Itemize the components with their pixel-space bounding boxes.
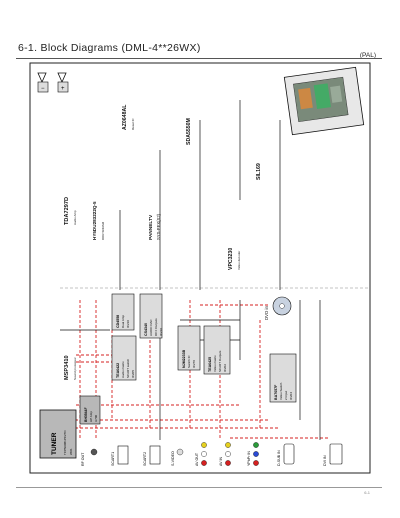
scart2-label: SCART2 [143,452,147,466]
ba7657f-block: BA7657F Video Switch 2 Input IC204 [269,353,297,403]
msp3410-desc: Sound processor [73,357,77,380]
ypbpr-jack-pr [253,460,259,466]
ba7657f-desc2: 2 Input [284,391,288,400]
sil169-label: SIL169 [256,163,262,180]
msp3410-label: MSP3410 [64,355,70,380]
cs4340-name: CS4340 [144,323,148,336]
tea6422-block: TEA6422 Audio matrix SCART switch IC205 [111,335,137,381]
page-number: 6-1 [364,490,370,495]
tda7297-label: TDA7297D [64,197,70,225]
av-in-jack-1 [225,442,231,448]
hy5du-label: HY5DU283222Q-5 [92,201,97,240]
tea6425-ref: IC202 [223,364,227,372]
footer-rule [16,487,382,488]
njm2233b-block: NJM2233B Switch IC IC270 [177,325,201,371]
cd4558-name: CD4558 [116,315,120,328]
av-out-jack-2 [201,451,207,457]
bh3544f-ref: U700 [94,414,98,422]
njm2233b-desc: Switch IC [187,354,191,368]
s-video-jack [176,448,184,456]
speaker-icons: − + [37,72,69,93]
cd4558-ref: IC210 [126,320,130,328]
tea6422-ref: IC205 [131,370,135,378]
ypbpr-jack-pb [253,451,259,457]
cs4340-desc1: AUDIO DAC [149,318,153,336]
av-in-jack-2 [225,451,231,457]
tea6425-block: TEA6425 Video matrix SCART Outputs IC202 [203,325,231,375]
input-connectors: RF OUT SCART1 SCART2 S-VIDEO AV OUT AV I… [81,442,343,466]
component-labels: MSP3410 Sound processor TDA7297D Audio A… [64,104,269,380]
scart2-port [149,445,161,465]
av-out-label: AV OUT [195,452,199,466]
tda7297-desc: Audio Amp [73,210,77,225]
panneltv-label: PANNELTV [148,214,154,240]
bh3544f-block: BH3544F HP Amp U700 [79,395,101,425]
ba7657f-desc1: Video Switch [279,382,283,400]
ypbpr-jack-y [253,442,259,448]
rf-out-jack [90,448,98,456]
svg-text:−: − [41,86,45,92]
ba7657f-name: BA7657F [274,384,278,400]
hy5du-desc: DDR SDRAM [101,221,105,240]
svg-text:+: + [61,86,65,92]
tea6422-desc1: Audio matrix [121,361,125,378]
az0648al-desc: Reset IC [131,117,135,130]
bh3544f-desc: HP Amp [89,411,93,422]
tea6425-name: TEA6425 [208,357,212,372]
scart1-port [117,445,129,465]
av-in-jack-3 [225,460,231,466]
ba7657f-ref: IC204 [289,392,293,400]
cd4558-desc: Dual Amp [121,315,125,328]
tea6422-name: TEA6422 [116,363,120,378]
lcd-panel-image [283,66,365,136]
scart1-label: SCART1 [111,452,115,466]
panneltv-sub-label: SYS-PEX(S2) [156,213,161,240]
vpc3230-label: VPC3230 [228,248,234,270]
dvd-in-label: DVD in [264,306,269,320]
av-in-label: AV IN [219,456,223,466]
cs4340-ref: IC210 [159,328,163,336]
s-video-label: S-VIDEO [171,451,175,466]
cs4340-desc2: DCX Outputs [154,318,158,336]
tuner-ref: #601 [69,448,73,455]
tuner-block: TUNER TCPN9081PC27D #601 [39,409,77,459]
diagram-frame [29,62,371,474]
d-sub-port [283,443,295,465]
cs4340-block: CS4340 AUDIO DAC DCX Outputs IC210 [139,293,163,339]
ypbpr-label: YPbPr IN [247,451,251,466]
bh3544f-name: BH3544F [84,407,88,422]
dvi-port [329,443,343,465]
cd4558-block: CD4558 Dual Amp IC210 [111,293,135,331]
tuner-name: TUNER [51,432,58,455]
dvd-disc-icon [272,296,292,316]
az0648al-label: AZ0648AL [122,104,128,130]
tea6425-desc2: SCART Outputs [218,350,222,372]
dvi-label: DVI IN [323,455,327,466]
sda5550m-label: SDA5550M [186,118,192,145]
vpc3230-desc: Video decoder [237,251,241,270]
njm2233b-ref: IC270 [192,360,196,368]
njm2233b-name: NJM2233B [182,349,186,368]
av-out-jack-1 [201,442,207,448]
tea6422-desc2: SCART switch [126,358,130,378]
page-title: 6-1. Block Diagrams (DML-4**26WX) [18,42,201,54]
rf-out-label: RF OUT [81,452,85,466]
d-sub-label: D-SUB IN [277,450,281,466]
tea6425-desc1: Video matrix [213,355,217,372]
title-rule [16,58,382,59]
tuner-part: TCPN9081PC27D [63,430,67,455]
av-out-jack-3 [201,460,207,466]
region-label: (PAL) [359,52,376,59]
